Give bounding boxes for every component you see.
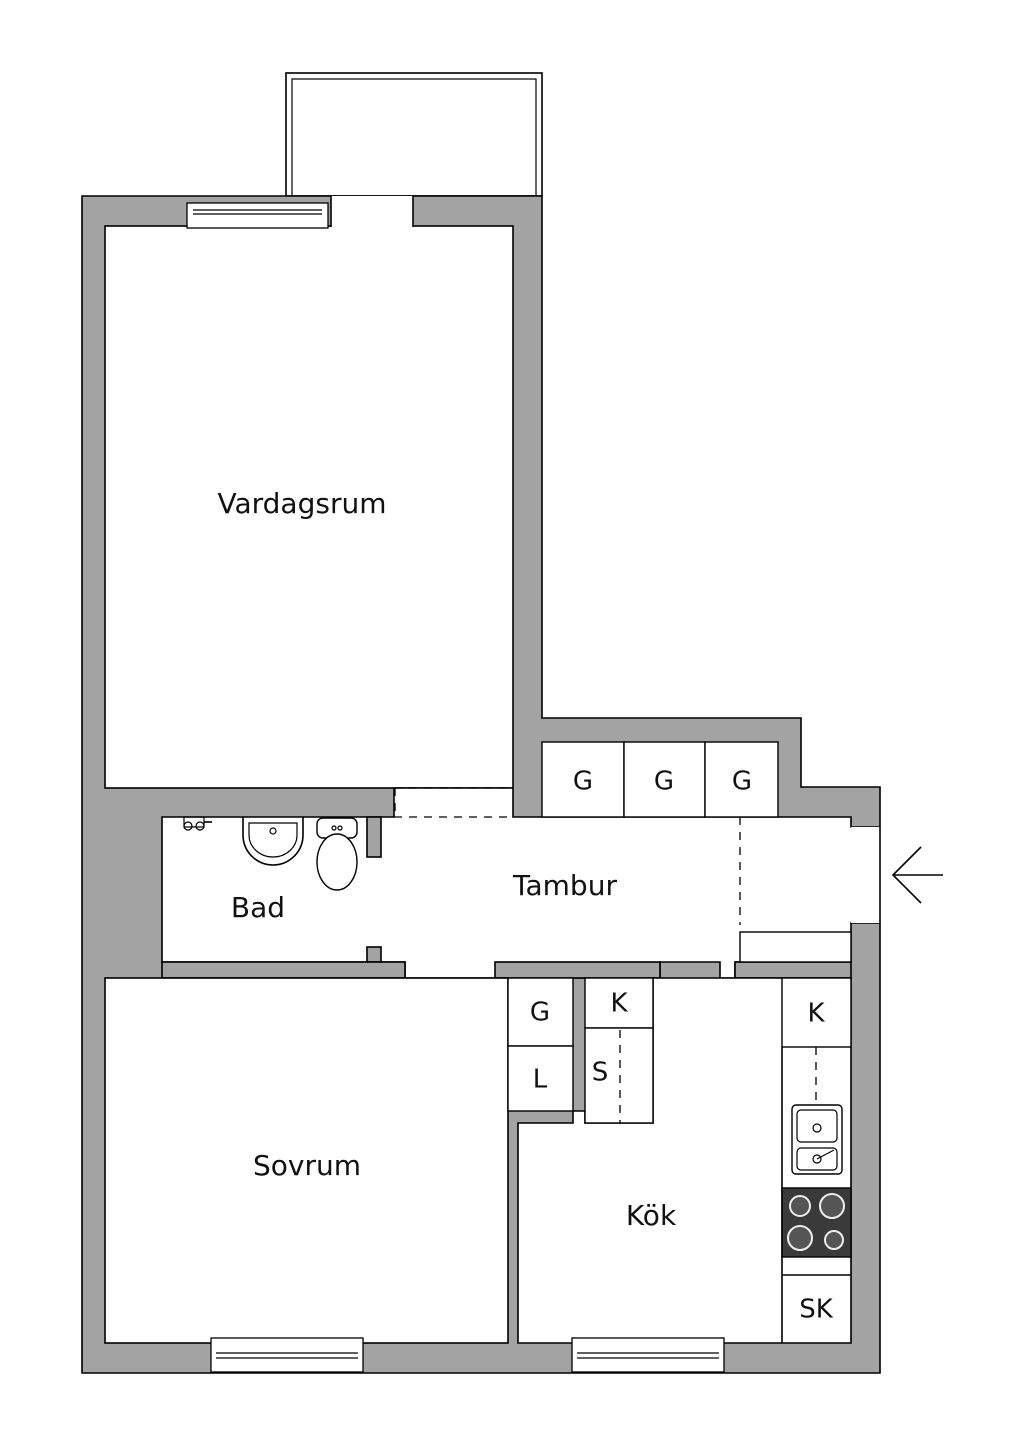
room-label-bedroom: Sovrum (253, 1149, 361, 1182)
toilet-icon (316, 817, 358, 891)
window-kitchen (571, 1337, 725, 1373)
balcony-door-opening (331, 196, 413, 227)
linen-label: L (533, 1065, 548, 1095)
room-label-hall: Tambur (512, 869, 617, 902)
kitchen-top-wall (494, 961, 661, 979)
kitchen-sink-icon (791, 1104, 843, 1175)
room-label-kitchen: Kök (626, 1199, 677, 1232)
window-bedroom (210, 1337, 364, 1373)
bath-bottom-wall (161, 961, 406, 979)
kitchen-top-wall-right (734, 961, 852, 979)
sink-icon (242, 817, 304, 866)
freezer-left-label: S (592, 1058, 609, 1088)
wardrobe-small-label: G (530, 998, 550, 1028)
entrance-threshold (739, 931, 852, 963)
kitchen-counter: K SK (781, 977, 852, 1343)
living-room-floor (104, 225, 514, 789)
room-label-living: Vardagsrum (218, 487, 387, 520)
fridge-left-label: K (610, 989, 628, 1019)
bedroom-floor (104, 977, 509, 1344)
bath-wall-stub-bottom (366, 946, 382, 963)
fridge-right-label: K (807, 999, 825, 1029)
wardrobe-label-3: G (732, 767, 752, 797)
hall-wardrobes: G G G (541, 741, 779, 818)
balcony (285, 72, 543, 197)
window-living (186, 202, 329, 229)
bath-wall-stub-top (366, 816, 382, 858)
stove-icon (781, 1187, 852, 1258)
room-label-bath: Bad (231, 891, 285, 924)
closets-center: G L K S (507, 977, 654, 1124)
faucet-icon (183, 816, 212, 831)
wardrobe-label-1: G (573, 767, 593, 797)
wardrobe-label-2: G (654, 767, 674, 797)
broom-closet-label: SK (799, 1295, 834, 1325)
entrance-arrow-icon (891, 846, 943, 904)
